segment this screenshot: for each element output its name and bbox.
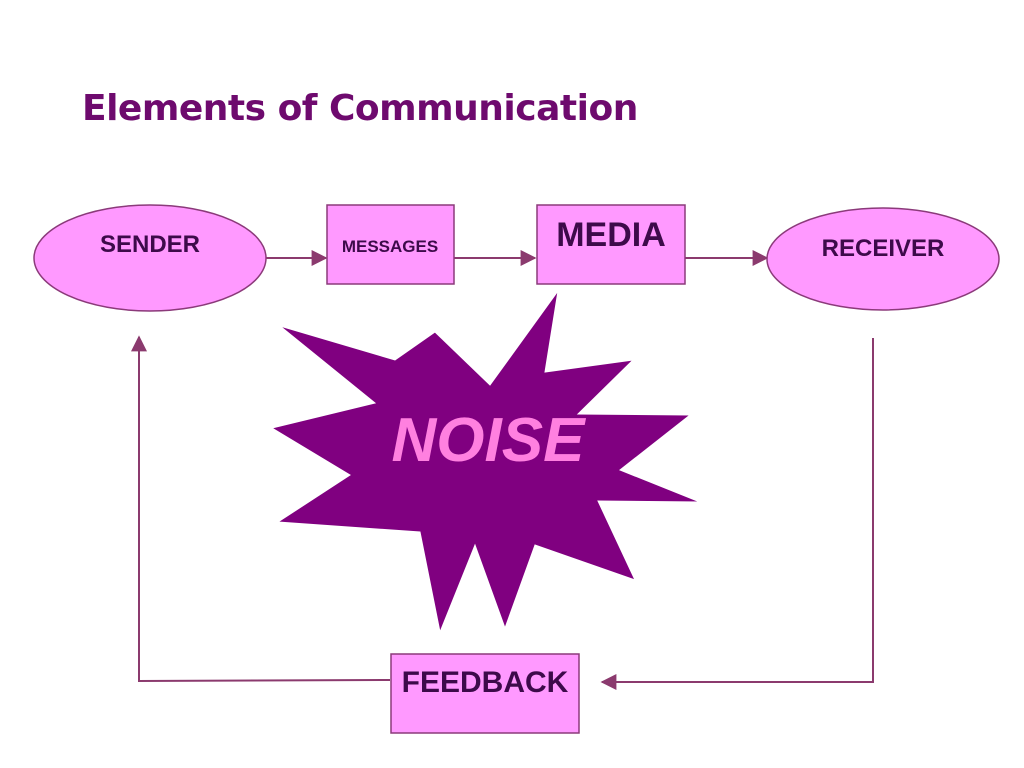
arrow-receiver-to-feedback xyxy=(600,338,874,690)
arrow-feedback-to-sender xyxy=(131,335,391,683)
messages-label: MESSAGES xyxy=(342,237,438,256)
feedback-node: FEEDBACK xyxy=(390,653,580,734)
noise-burst-shape xyxy=(270,290,701,634)
noise-label: NOISE xyxy=(392,406,587,475)
sender-node: SENDER xyxy=(33,204,267,312)
noise-starburst: NOISE xyxy=(270,290,701,634)
sender-label: SENDER xyxy=(100,231,200,258)
receiver-label: RECEIVER xyxy=(822,235,945,262)
feedback-label: FEEDBACK xyxy=(402,666,569,699)
media-label: MEDIA xyxy=(556,216,666,254)
messages-node: MESSAGES xyxy=(326,204,455,285)
media-node: MEDIA xyxy=(536,204,686,285)
receiver-node: RECEIVER xyxy=(766,207,1000,311)
slide-title: Elements of Communication xyxy=(82,88,638,129)
